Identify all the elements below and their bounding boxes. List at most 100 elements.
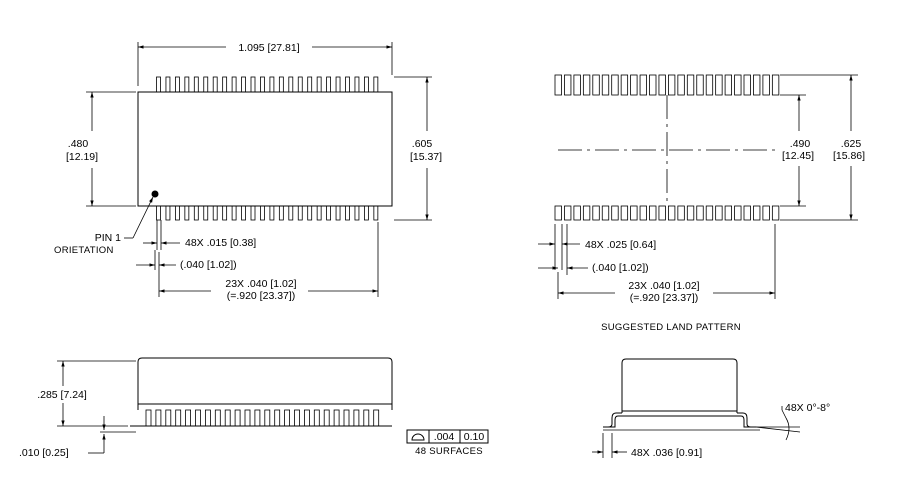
profile-surface-icon (411, 433, 425, 441)
lead (316, 76, 322, 93)
lead (241, 76, 246, 93)
lead (278, 205, 284, 221)
coplanarity-note: 48 SURFACES (415, 446, 483, 457)
lead (193, 76, 199, 93)
lead (212, 76, 218, 93)
pad (601, 205, 610, 221)
lead (241, 205, 246, 221)
pad (582, 205, 591, 221)
foot-length-label: 48X .036 [0.91] (631, 447, 702, 459)
pad (639, 205, 647, 221)
lead (284, 409, 291, 427)
lead (345, 76, 350, 93)
pad (724, 74, 732, 96)
lead (175, 409, 182, 427)
lead (269, 76, 275, 93)
dim-foot-length: 48X .036 [0.91] (592, 433, 702, 459)
side-view: .285 [7.24] .010 [0.25] .004 0.10 48 SUR… (19, 357, 489, 459)
end-body (621, 358, 738, 413)
pad (734, 74, 742, 96)
land-pitch-line2: (=.920 [23.37]) (630, 292, 699, 304)
dim-pad-width: 48X .025 [0.64] (538, 224, 656, 270)
pad (611, 205, 619, 221)
dim-land-pitch: 23X .040 [1.02] (=.920 [23.37]) (557, 224, 776, 304)
lead (195, 409, 201, 427)
pad (677, 205, 685, 221)
lead (316, 205, 322, 221)
height-label: .285 [7.24] (37, 389, 87, 401)
lead (185, 409, 192, 427)
dim-lead-width: 48X .015 [0.38] (143, 220, 256, 250)
pad-width-label: 48X .025 [0.64] (585, 239, 656, 251)
pads-lower-row (554, 205, 780, 221)
side-leads (145, 409, 380, 427)
lead-offset-label: (.040 [1.02]) (180, 259, 237, 271)
pad (582, 74, 591, 96)
lead (184, 205, 190, 221)
end-lead-left (603, 412, 622, 428)
pad (564, 74, 572, 96)
pad (592, 205, 600, 221)
lead (335, 205, 341, 221)
lead (353, 409, 360, 427)
lead (145, 409, 152, 427)
lead (363, 409, 370, 427)
pad (611, 74, 619, 96)
lead-span-in-label: .605 (412, 138, 433, 150)
end-view: 48X .036 [0.91] 48X 0°-8° (592, 358, 830, 459)
lead (174, 76, 180, 93)
land-pitch-line1: 23X .040 [1.02] (628, 280, 699, 292)
lead (260, 205, 265, 221)
lead (288, 76, 294, 93)
lead (264, 409, 271, 427)
lead (156, 76, 161, 93)
pad (715, 74, 723, 96)
pad (573, 205, 581, 221)
pad (620, 205, 629, 221)
lead (203, 205, 209, 221)
lead (184, 76, 190, 93)
dim-standoff: .010 [0.25] (19, 416, 136, 459)
lead (373, 409, 380, 427)
dim-lead-offset: (.040 [1.02]) (136, 250, 237, 271)
lead (203, 76, 209, 93)
land-pattern-view: .490 [12.45] .625 [15.86] 48X .025 [0.64… (538, 74, 865, 333)
dim-total-span: .625 [15.86] (833, 75, 865, 220)
lead-width-label: 48X .015 [0.38] (185, 237, 256, 249)
top-leads-upper-row (156, 76, 379, 93)
lead (274, 409, 281, 427)
pad (743, 74, 751, 96)
row-span-in-label: .490 (790, 138, 811, 150)
lead (244, 409, 251, 427)
lead (254, 409, 261, 427)
lead (297, 205, 303, 221)
pad (630, 205, 638, 221)
lead (165, 76, 171, 93)
overall-length-label: 1.095 [27.81] (238, 42, 299, 54)
lead (333, 409, 340, 427)
lead (234, 409, 241, 427)
lead (174, 205, 180, 221)
pin1-label-line2: ORIETATION (54, 245, 114, 256)
lead (165, 205, 171, 221)
pad (630, 74, 638, 96)
lead (363, 76, 369, 93)
lead (193, 205, 199, 221)
angle-label: 48X 0°-8° (785, 402, 830, 414)
lead (307, 205, 313, 221)
pad (753, 205, 761, 221)
pad (705, 74, 714, 96)
dim-height: .285 [7.24] (37, 360, 136, 427)
land-pattern-caption: SUGGESTED LAND PATTERN (601, 322, 741, 333)
angle-callout: 48X 0°-8° (755, 402, 830, 441)
lead (260, 76, 265, 93)
pad (743, 205, 751, 221)
lead (165, 409, 172, 427)
pad (715, 205, 723, 221)
lead (354, 205, 360, 221)
pad (592, 74, 600, 96)
lead (250, 76, 256, 93)
pad (554, 74, 562, 96)
pad (564, 205, 572, 221)
standoff-label: .010 [0.25] (19, 447, 69, 459)
